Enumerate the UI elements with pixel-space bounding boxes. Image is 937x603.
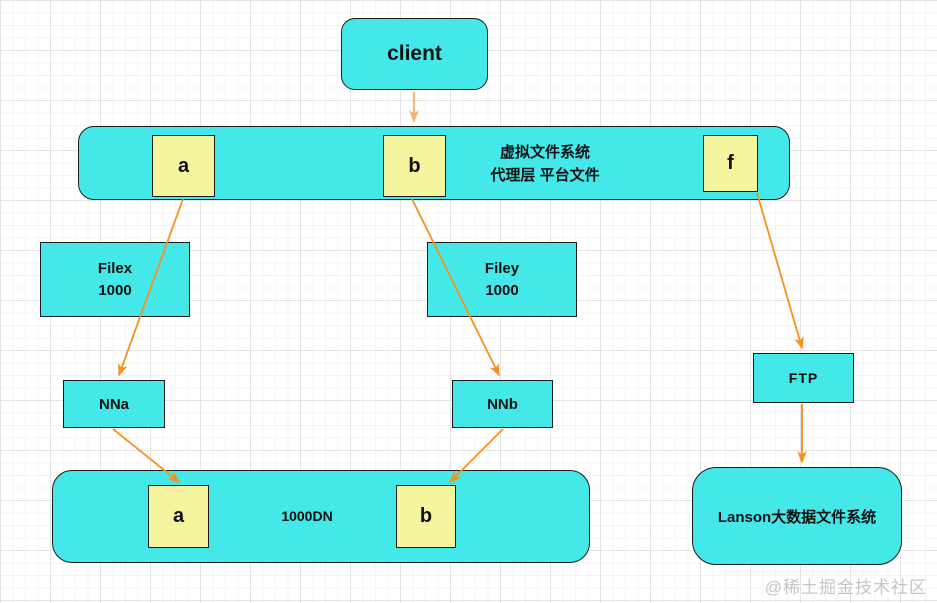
vfs-slot-b-label: b — [408, 154, 421, 177]
node-client-label: client — [387, 42, 442, 65]
node-dn-box — [52, 470, 590, 563]
node-ftp: FTP — [753, 353, 854, 403]
vfs-slot-a-label: a — [177, 154, 190, 177]
node-vfs-slot-f: f — [703, 135, 758, 192]
node-filey: Filey 1000 — [427, 242, 577, 317]
dn-slot-a-label: a — [172, 505, 185, 527]
node-nna: NNa — [63, 380, 165, 428]
node-vfs-slot-a: a — [152, 135, 215, 197]
filey-label-line1: Filey — [484, 259, 520, 277]
watermark: @稀土掘金技术社区 — [764, 578, 927, 597]
node-filex: Filex 1000 — [40, 242, 190, 317]
filex-label-line2: 1000 — [98, 281, 132, 299]
filey-label-line2: 1000 — [485, 281, 519, 299]
edge-vfs-f-to-ftp — [756, 192, 804, 350]
node-vfs-slot-b: b — [383, 135, 446, 197]
vfs-slot-f-label: f — [727, 152, 734, 174]
vfs-bar-label: 虚拟文件系统 代理层 平台文件 — [455, 141, 635, 187]
nna-label: NNa — [98, 395, 129, 413]
filex-label-line1: Filex — [97, 259, 133, 277]
vfs-bar-label-line2: 代理层 平台文件 — [490, 167, 600, 184]
ftp-label: FTP — [788, 370, 819, 386]
dn-slot-b-label: b — [419, 505, 433, 527]
vfs-bar-label-line1: 虚拟文件系统 — [499, 144, 590, 161]
node-dn-slot-a: a — [148, 485, 209, 548]
lanson-label: Lanson大数据文件系统 — [717, 508, 877, 526]
node-dn-slot-b: b — [396, 485, 456, 548]
nnb-label: NNb — [487, 395, 518, 413]
node-lanson: Lanson大数据文件系统 — [692, 467, 902, 565]
node-client: client — [341, 18, 488, 90]
dn-box-label: 1000DN — [281, 508, 333, 524]
node-nnb: NNb — [452, 380, 553, 428]
